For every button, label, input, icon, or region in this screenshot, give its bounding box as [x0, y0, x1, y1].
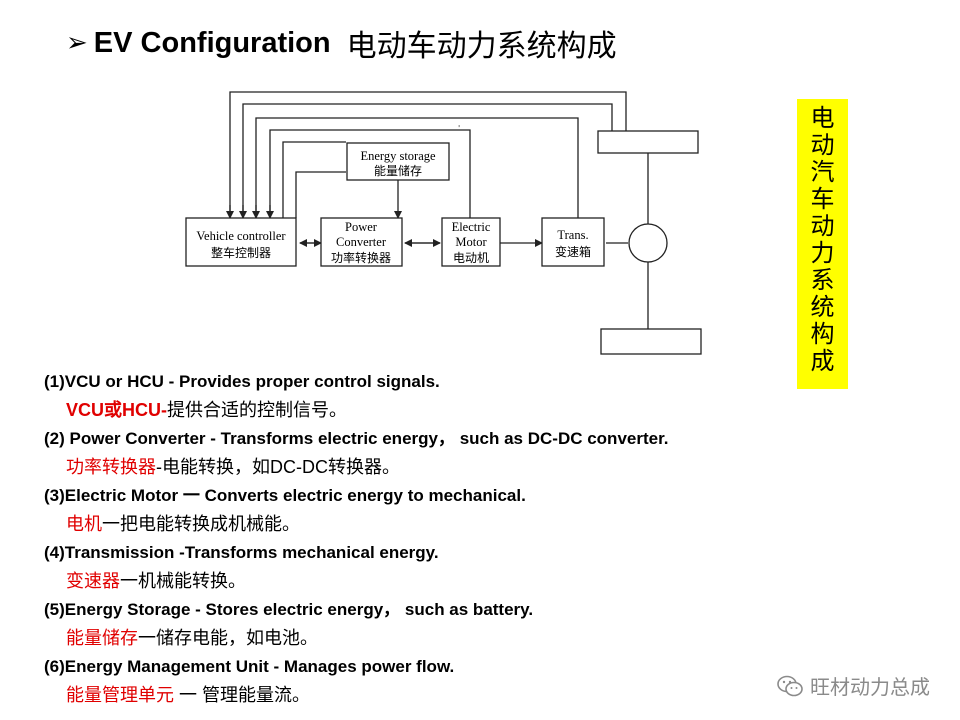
item-3-en: (3)Electric Motor 一 Converts electric en… — [44, 486, 526, 505]
side-label: 电 动 汽 车 动 力 系 统 构 成 — [797, 99, 848, 389]
side-label-char: 动 — [810, 131, 835, 159]
item-2-cn-desc: -电能转换，如DC-DC转换器。 — [156, 457, 400, 477]
item-5-en: (5)Energy Storage - Stores electric ener… — [44, 600, 534, 619]
item-6-cn-term: 能量管理单元 — [66, 685, 174, 705]
item-6-cn-desc: 一 管理能量流。 — [174, 685, 311, 705]
power-converter-label-1: Power — [345, 220, 378, 234]
item-5-cn-term: 能量储存 — [66, 628, 138, 648]
wechat-icon — [777, 675, 803, 696]
item-1-cn-term: VCU或HCU- — [66, 400, 167, 420]
item-3-cn-term: 电机 — [66, 514, 102, 534]
power-converter-label-cn: 功率转换器 — [331, 250, 391, 265]
item-4-cn: 变速器一机械能转换。 — [44, 567, 944, 596]
control-line-4 — [269, 129, 471, 218]
transmission-label: Trans. — [557, 228, 588, 242]
item-5-cn: 能量储存一储存电能，如电池。 — [44, 624, 944, 653]
vehicle-controller-box — [185, 217, 297, 267]
side-label-char: 力 — [810, 239, 835, 267]
control-line-2 — [242, 103, 613, 218]
item-5-cn-desc: 一储存电能，如电池。 — [138, 628, 318, 648]
vehicle-controller-label-cn: 整车控制器 — [211, 245, 271, 260]
title-english: EV Configuration — [93, 26, 331, 59]
item-1-cn-desc: 提供合适的控制信号。 — [167, 400, 347, 420]
differential — [628, 223, 668, 263]
slide-title: ➢ EV Configuration 电动车动力系统构成 — [66, 18, 617, 68]
electric-motor-box — [441, 217, 501, 267]
item-2-cn-term: 功率转换器 — [66, 457, 156, 477]
item-6-cn: 能量管理单元 一 管理能量流。 — [44, 681, 944, 710]
control-line-3 — [255, 117, 579, 222]
energy-storage-label: Energy storage — [360, 149, 436, 163]
control-line-6 — [295, 171, 346, 218]
side-label-char: 成 — [810, 347, 835, 375]
side-label-char: 系 — [810, 266, 835, 294]
rear-wheel — [600, 328, 702, 355]
side-label-char: 汽 — [810, 158, 835, 186]
transmission-label-cn: 变速箱 — [555, 244, 591, 259]
front-wheel — [597, 130, 699, 154]
item-3-cn-desc: 一把电能转换成机械能。 — [102, 514, 300, 534]
item-1-en: (1)VCU or HCU - Provides proper control … — [44, 372, 440, 391]
item-4-cn-desc: 一机械能转换。 — [120, 571, 246, 591]
power-converter-box — [320, 217, 403, 267]
watermark: 旺材动力总成 — [776, 671, 930, 700]
vehicle-controller-label: Vehicle controller — [196, 229, 286, 243]
side-label-char: 动 — [810, 212, 835, 240]
side-label-char: 车 — [810, 185, 835, 213]
item-1-cn: VCU或HCU-提供合适的控制信号。 — [44, 396, 944, 425]
arrow-bullet-icon: ➢ — [66, 28, 88, 58]
electric-motor-label-2: Motor — [455, 235, 487, 249]
energy-storage-box — [346, 142, 450, 181]
power-converter-label-2: Converter — [336, 235, 387, 249]
control-line-1 — [229, 91, 627, 218]
electric-motor-label-cn: 电动机 — [453, 251, 489, 265]
electric-motor-label-1: Electric — [452, 220, 491, 234]
control-line-5 — [282, 141, 346, 218]
ev-configuration-diagram: ' Energy storage 能量储存 Vehicle controller… — [185, 91, 702, 355]
item-4-en: (4)Transmission -Transforms mechanical e… — [44, 543, 439, 562]
watermark-text: 旺材动力总成 — [810, 675, 930, 699]
item-3-cn: 电机一把电能转换成机械能。 — [44, 510, 944, 539]
item-2-en: (2) Power Converter - Transforms electri… — [44, 429, 669, 448]
energy-storage-label-cn: 能量储存 — [374, 163, 422, 178]
side-label-char: 构 — [810, 320, 835, 348]
side-label-char: 电 — [810, 104, 835, 132]
title-chinese: 电动车动力系统构成 — [346, 29, 617, 64]
item-6-en: (6)Energy Management Unit - Manages powe… — [44, 657, 455, 676]
component-descriptions: (1)VCU or HCU - Provides proper control … — [44, 368, 944, 710]
item-4-cn-term: 变速器 — [66, 571, 120, 591]
item-2-cn: 功率转换器-电能转换，如DC-DC转换器。 — [44, 453, 944, 482]
transmission-box — [541, 217, 605, 267]
svg-text:': ' — [458, 124, 460, 133]
side-label-char: 统 — [810, 293, 835, 321]
